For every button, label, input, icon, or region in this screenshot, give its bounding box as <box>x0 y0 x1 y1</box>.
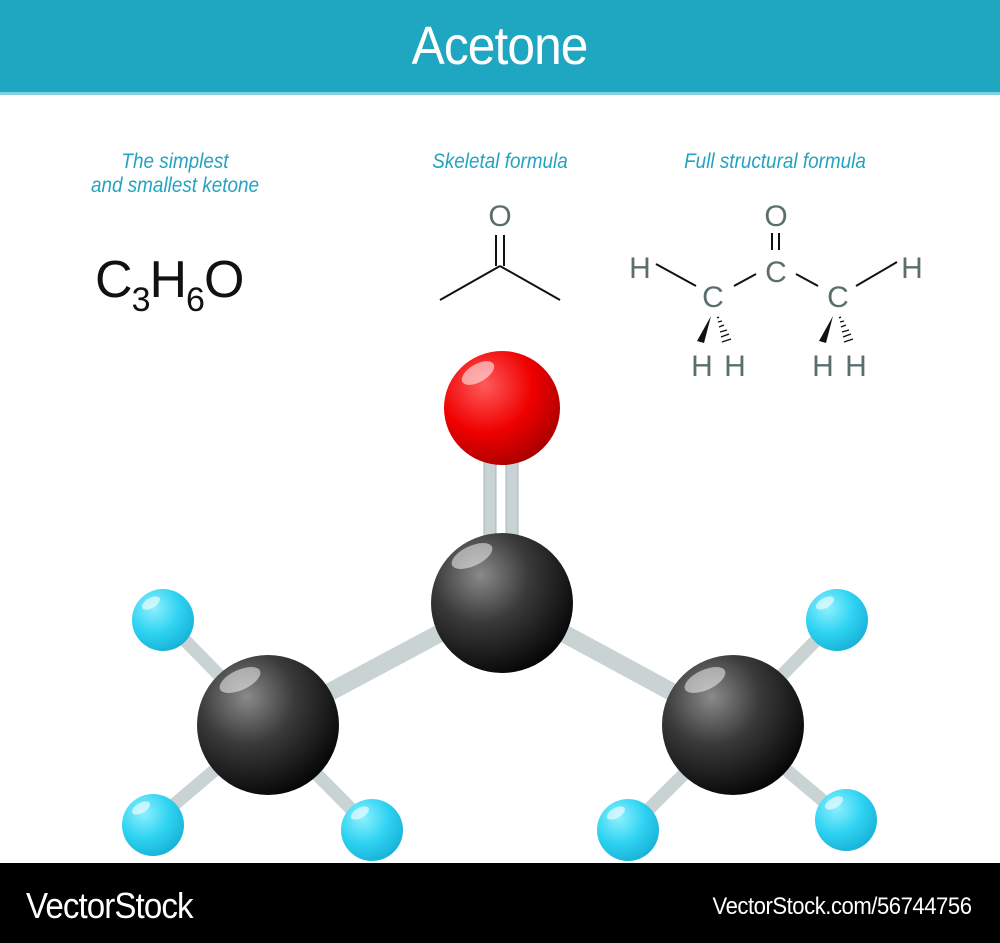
molecular-caption-line1: The simplest <box>121 150 229 173</box>
carbon-atom-left <box>197 655 339 795</box>
structural-formula: O C C C H H H H H H <box>629 200 923 383</box>
wedge-bonds <box>697 316 854 343</box>
structural-caption: Full structural formula <box>684 150 866 173</box>
formula-carbon-count: 3 <box>131 281 151 319</box>
carbon-atom-center <box>431 533 573 673</box>
svg-text:H: H <box>812 350 834 383</box>
structural-bonds <box>655 233 898 287</box>
svg-text:C: C <box>765 256 787 289</box>
footer-brand: VectorStock <box>26 885 194 926</box>
title-banner: Acetone <box>0 0 1000 95</box>
footer-bar: VectorStock VectorStock.com/56744756 <box>0 863 1000 943</box>
svg-text:O: O <box>764 200 787 233</box>
oxygen-atom <box>444 351 560 465</box>
skeletal-caption: Skeletal formula <box>432 150 568 173</box>
formula-hydrogen: H <box>149 251 187 309</box>
hydrogen-atoms <box>122 589 877 861</box>
svg-text:H: H <box>901 252 923 285</box>
footer-image-id: VectorStock.com/56744756 <box>712 893 972 920</box>
svg-text:H: H <box>845 350 867 383</box>
skeletal-formula <box>439 235 561 301</box>
svg-text:C: C <box>702 281 724 314</box>
molecular-formula: C3H6O <box>95 250 244 320</box>
carbon-atom-right <box>662 655 804 795</box>
svg-text:H: H <box>629 252 651 285</box>
molecular-caption: The simplest and smallest ketone <box>72 150 279 198</box>
skeletal-oxygen-label: O <box>488 200 511 233</box>
svg-text:C: C <box>827 281 849 314</box>
formula-carbon: C <box>95 251 133 309</box>
svg-text:H: H <box>724 350 746 383</box>
page-title: Acetone <box>412 16 589 76</box>
formula-oxygen: O <box>203 251 244 309</box>
formula-hydrogen-count: 6 <box>186 281 205 319</box>
ball-and-stick-model <box>122 351 877 861</box>
svg-text:H: H <box>691 350 713 383</box>
molecular-caption-line2: and smallest ketone <box>90 174 260 197</box>
